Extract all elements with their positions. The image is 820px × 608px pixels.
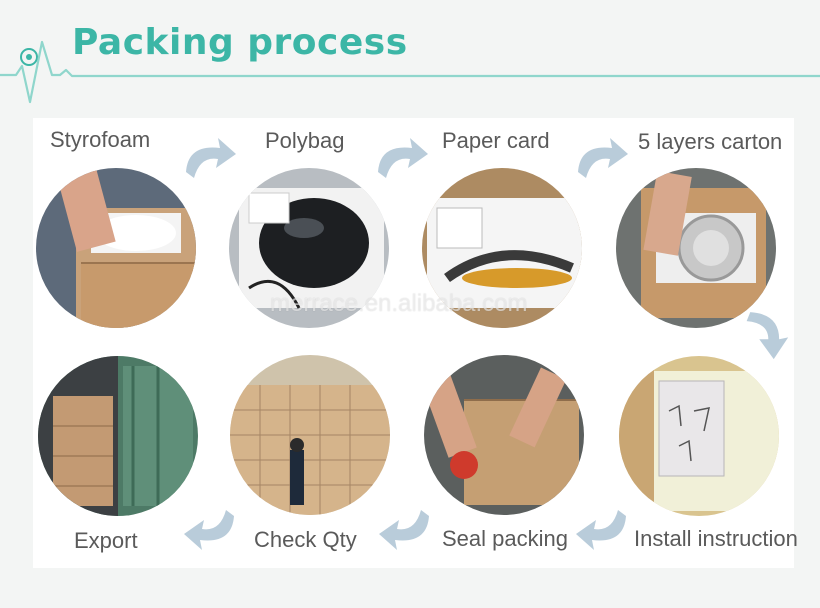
curved-arrow-icon — [379, 510, 429, 550]
header: Packing process — [0, 0, 820, 110]
photo-export — [38, 356, 198, 516]
photo-styrofoam — [36, 168, 196, 328]
watermark: merrace.en.alibaba.com — [270, 290, 528, 317]
photo-check-qty — [230, 355, 390, 515]
curved-arrow-icon — [578, 138, 628, 178]
curved-arrow-icon — [184, 510, 234, 550]
curved-arrow-icon — [576, 510, 626, 550]
step-label-export: Export — [74, 528, 138, 553]
page-title: Packing process — [72, 22, 408, 63]
step-label-styrofoam: Styrofoam — [50, 127, 151, 152]
photo-seal-packing — [424, 355, 584, 515]
step-label-polybag: Polybag — [265, 128, 345, 153]
step-label-paper-card: Paper card — [442, 128, 550, 153]
curved-arrow-icon — [378, 138, 428, 178]
step-label-seal-packing: Seal packing — [442, 526, 568, 551]
heartbeat-pulse-icon — [0, 40, 820, 104]
photo-paper-card — [422, 168, 582, 328]
step-label-check-qty: Check Qty — [254, 527, 357, 552]
curved-arrow-icon — [186, 138, 236, 178]
step-label-install-instruction: Install instruction — [634, 526, 798, 551]
photo-carton — [616, 168, 776, 328]
photo-install-instruction — [619, 356, 779, 516]
step-label-carton: 5 layers carton — [638, 129, 783, 154]
curved-arrow-icon — [746, 312, 789, 360]
photo-polybag — [229, 168, 389, 328]
